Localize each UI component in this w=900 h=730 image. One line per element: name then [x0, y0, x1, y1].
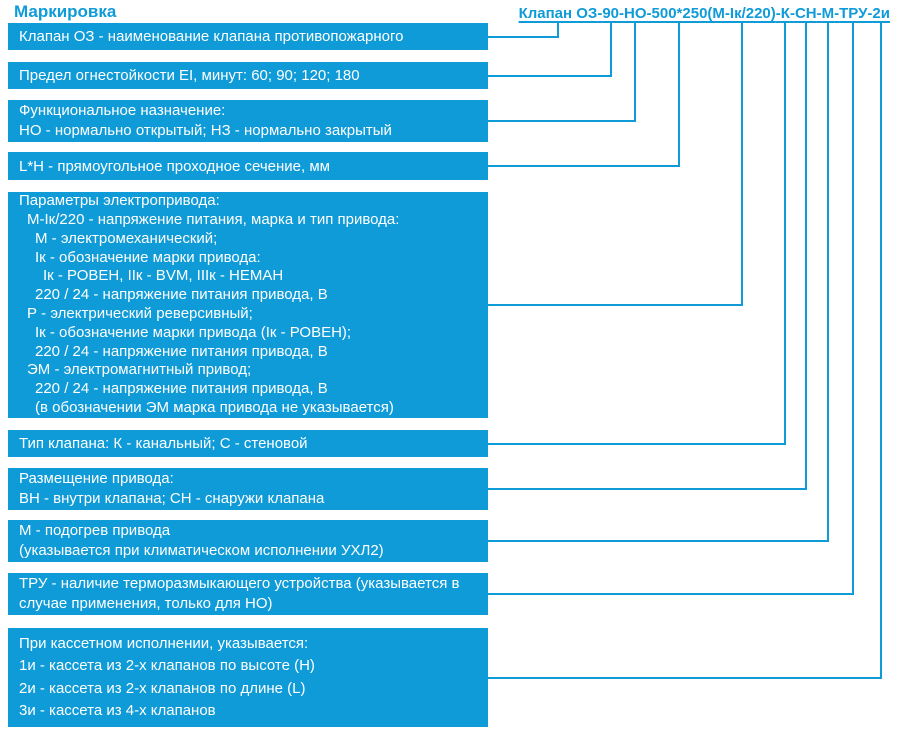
code-segment-actuator-placement: СН	[794, 5, 817, 22]
legend-box-functional-purpose: Функциональное назначение: НО - нормально…	[8, 100, 488, 142]
legend-box-line: Функциональное назначение:	[19, 102, 226, 119]
legend-box-line: Р - электрический реверсивный;	[27, 305, 253, 322]
connector-valve-type	[488, 23, 786, 445]
code-separator: -	[597, 5, 603, 22]
legend-box-actuator-parameters: Параметры электропривода:М-Iк/220 - напр…	[8, 192, 488, 418]
connector-actuator-parameters	[488, 23, 743, 306]
legend-box-cross-section: L*H - прямоугольное проходное сечение, м…	[8, 152, 488, 180]
code-separator: -	[619, 5, 625, 22]
legend-box-actuator-heating: М - подогрев привода (указывается при кли…	[8, 520, 488, 562]
code-separator: -	[646, 5, 652, 22]
connector-fire-resistance	[488, 23, 612, 77]
legend-box-line: L*H - прямоугольное проходное сечение, м…	[19, 157, 330, 175]
legend-box-line: (в обозначении ЭМ марка привода не указы…	[35, 398, 394, 416]
legend-box-line: ЭМ - электромагнитный привод;	[27, 361, 252, 379]
code-separator: -	[775, 5, 781, 22]
code-separator: -	[834, 5, 840, 22]
connector-cross-section	[488, 23, 680, 167]
product-code: Клапан ОЗ-90-НО-500*250(М-Iк/220)-К-СН-М…	[519, 5, 890, 22]
legend-box-line: При кассетном исполнении, указывается:	[19, 635, 309, 653]
code-segment-functional-purpose: НО	[624, 5, 647, 22]
connector-thermal-release-device	[488, 23, 854, 595]
code-segment-actuator-parameters: (М-Iк/220)	[707, 5, 776, 22]
legend-box-line: Предел огнестойкости EI, минут: 60; 90; …	[19, 67, 360, 84]
code-separator: -	[789, 5, 795, 22]
connector-actuator-heating	[488, 23, 829, 542]
connector-cassette-design	[488, 23, 882, 679]
legend-box-line: 3и - кассета из 4-х клапанов	[19, 701, 216, 719]
code-separator: -	[867, 5, 873, 22]
legend-box-line: случае применения, только для НО)	[19, 595, 273, 612]
code-segment-cross-section: 500*250	[651, 5, 708, 22]
legend-box-line: ТРУ - наличие терморазмыкающего устройст…	[19, 575, 460, 592]
legend-box-line: Параметры электропривода:	[19, 192, 220, 210]
legend-box-line: Клапан ОЗ - наименование клапана противо…	[19, 28, 404, 45]
connector-functional-purpose	[488, 23, 636, 122]
legend-box-line: Iк - РОВЕН, IIк - BVM, IIIк - НЕМАН	[43, 267, 284, 285]
legend-box-actuator-placement: Размещение привода: ВН - внутри клапана; …	[8, 468, 488, 510]
code-separator: -	[816, 5, 822, 22]
code-segment-fire-resistance: 90	[602, 5, 620, 22]
legend-box-thermal-release-device: ТРУ - наличие терморазмыкающего устройст…	[8, 573, 488, 615]
code-segment-cassette-design: 2и	[872, 5, 890, 22]
legend-box-valve-type: Тип клапана: К - канальный; С - стеновой	[8, 430, 488, 457]
legend-box-fire-resistance: Предел огнестойкости EI, минут: 60; 90; …	[8, 62, 488, 89]
legend-box-line: М-Iк/220 - напряжение питания, марка и т…	[27, 211, 400, 229]
legend-box-valve-name: Клапан ОЗ - наименование клапана противо…	[8, 23, 488, 50]
legend-box-line: ВН - внутри клапана; СН - снаружи клапан…	[19, 490, 325, 507]
legend-box-line: 220 / 24 - напряжение питания привода, В	[35, 286, 328, 304]
legend-box-line: 220 / 24 - напряжение питания привода, В	[35, 342, 328, 360]
code-segment-valve-type: К	[780, 5, 790, 22]
legend-box-line: Тип клапана: К - канальный; С - стеновой	[19, 435, 308, 452]
code-segment-actuator-heating: М	[821, 5, 835, 22]
legend-box-line: Iк - обозначение марки привода:	[35, 248, 261, 266]
code-segment-valve-name: Клапан ОЗ	[518, 5, 598, 22]
legend-box-line: М - электромеханический;	[35, 229, 218, 247]
legend-box-line: НО - нормально открытый; НЗ - нормально …	[19, 122, 392, 139]
page-title: Маркировка	[14, 2, 117, 21]
legend-box-line: 1и - кассета из 2-х клапанов по высоте (…	[19, 657, 315, 675]
code-segment-thermal-release-device: ТРУ	[839, 5, 868, 22]
connector-valve-name	[488, 23, 559, 38]
legend-box-line: Размещение привода:	[19, 470, 174, 487]
legend-box-line: 2и - кассета из 2-х клапанов по длине (L…	[19, 679, 306, 697]
legend-box-line: 220 / 24 - напряжение питания привода, В	[35, 380, 328, 398]
legend-box-line: (указывается при климатическом исполнени…	[19, 542, 384, 559]
legend-box-line: М - подогрев привода	[19, 522, 171, 539]
legend-box-line: Iк - обозначение марки привода (Iк - РОВ…	[35, 323, 352, 341]
legend-box-cassette-design: При кассетном исполнении, указывается: 1и…	[8, 628, 488, 727]
connector-actuator-placement	[488, 23, 807, 490]
